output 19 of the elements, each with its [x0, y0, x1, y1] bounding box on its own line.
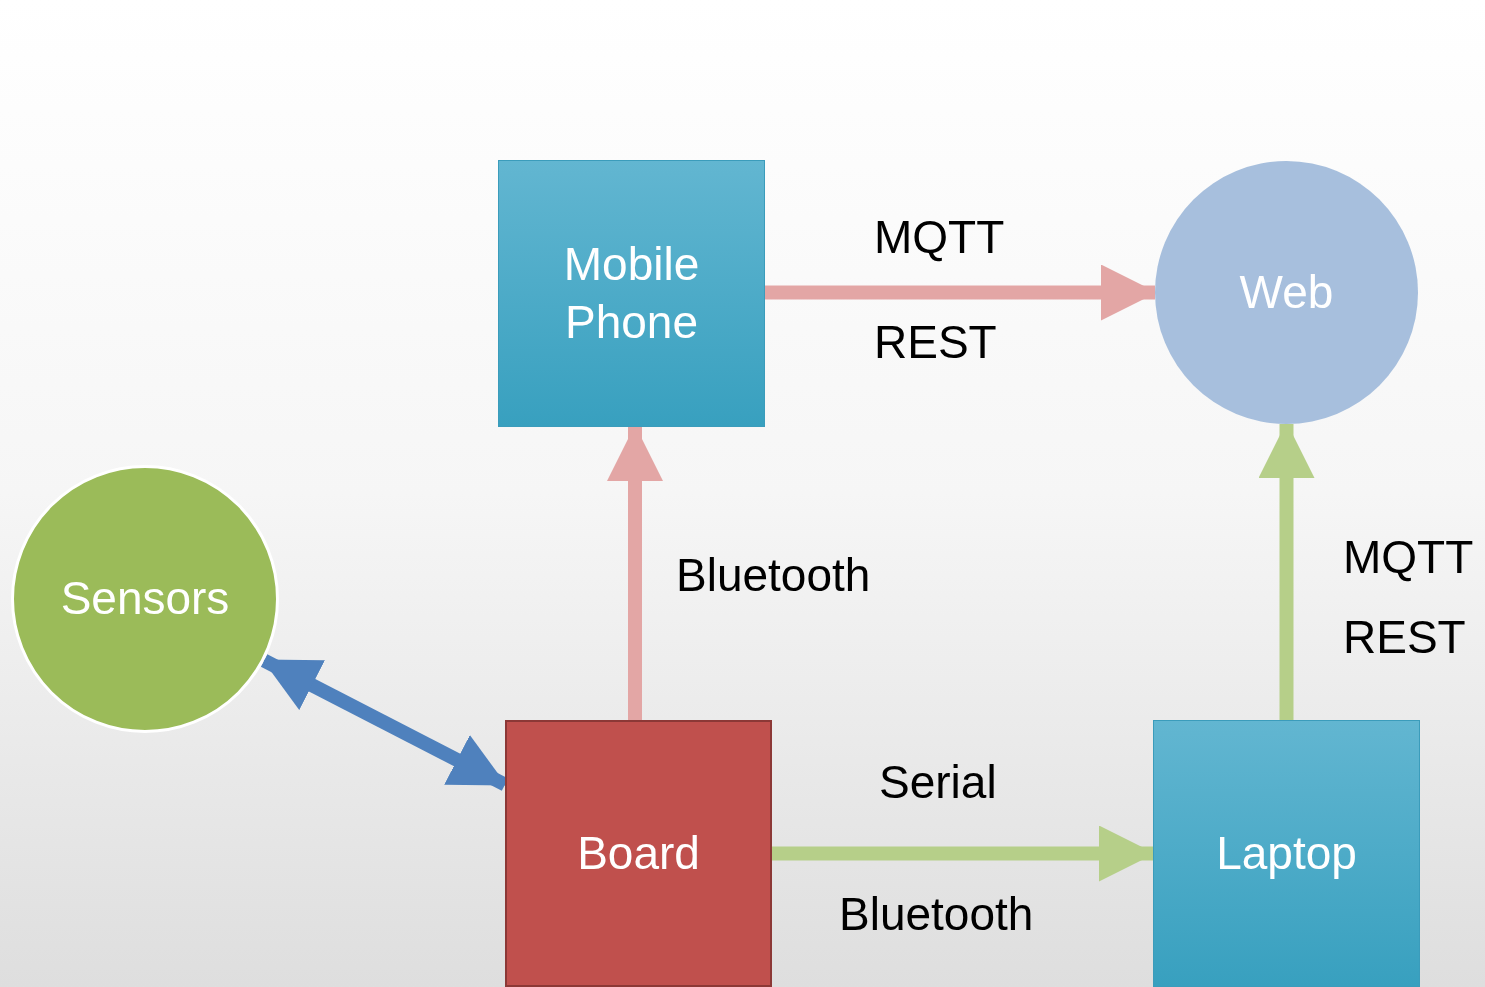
- edge-label: MQTT: [1343, 530, 1474, 584]
- protocol-label: Bluetooth: [839, 887, 1034, 941]
- arrow: [607, 425, 663, 720]
- arrow: [772, 825, 1155, 882]
- node-label: Laptop: [1216, 825, 1357, 881]
- arrow: [765, 264, 1157, 321]
- edge-label: MQTT: [874, 210, 1005, 264]
- node-label: Mobile Phone: [562, 237, 701, 350]
- device-box: [1153, 720, 1420, 987]
- board-box: [505, 720, 772, 987]
- edge-label: Bluetooth: [676, 548, 871, 602]
- arrow: [1258, 422, 1315, 720]
- node-label: Board: [577, 825, 700, 881]
- edge-label: Serial: [879, 755, 997, 809]
- device-box: [498, 160, 765, 427]
- node-label: Sensors: [60, 571, 230, 627]
- node-label: Web: [1239, 264, 1334, 320]
- protocol-label: REST: [1343, 610, 1466, 664]
- protocol-label: REST: [874, 315, 997, 369]
